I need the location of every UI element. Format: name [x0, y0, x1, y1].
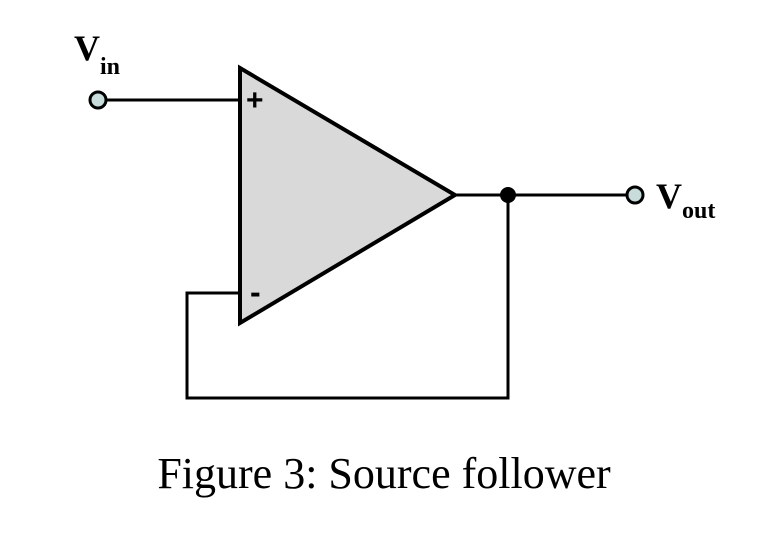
figure-caption: Figure 3: Source follower — [157, 449, 611, 498]
output-label: Vout — [656, 176, 715, 224]
input-label: Vin — [74, 28, 120, 80]
inverting-sign: - — [250, 274, 261, 310]
feedback-wire — [185, 195, 510, 400]
junction-dot — [500, 187, 516, 203]
output-terminal — [625, 185, 645, 205]
noninverting-sign: + — [246, 84, 264, 117]
input-terminal — [88, 90, 108, 110]
opamp-triangle — [238, 64, 459, 327]
